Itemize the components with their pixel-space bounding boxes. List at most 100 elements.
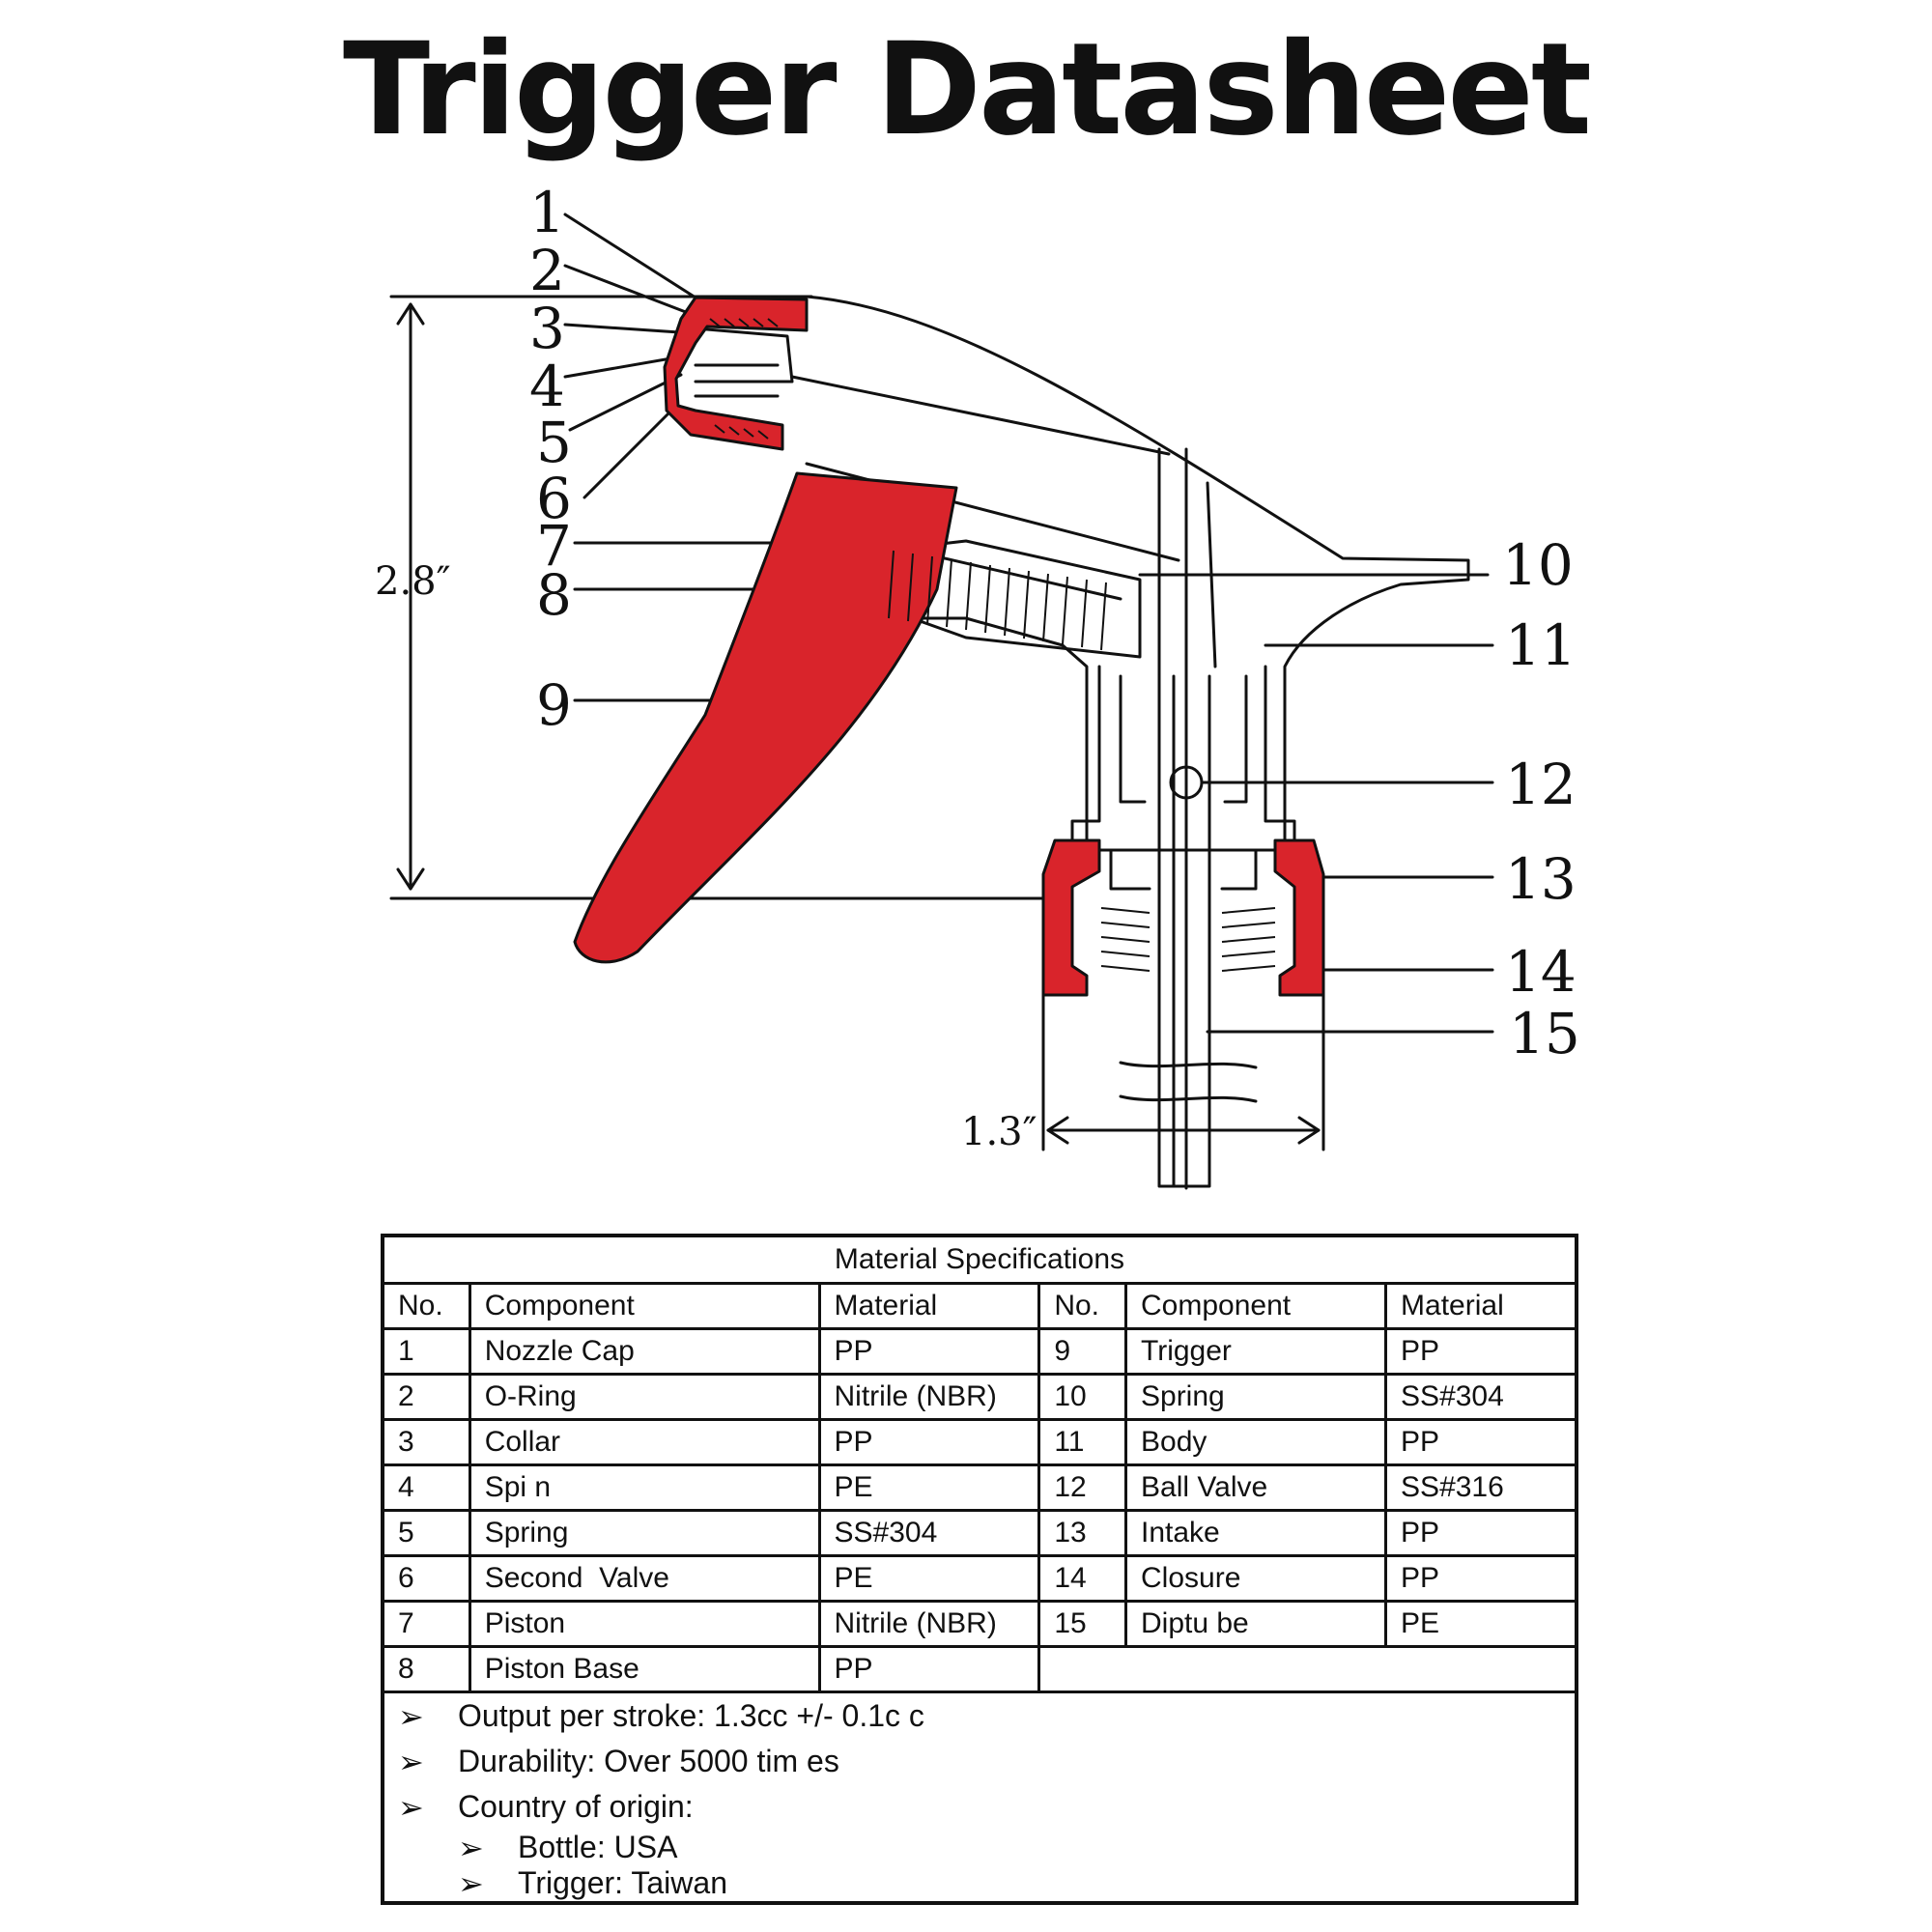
cell-no: 4 — [381, 1463, 471, 1512]
cell-material: PP — [1384, 1509, 1578, 1557]
callout-11: 11 — [1505, 612, 1577, 678]
header-no-2: No. — [1037, 1282, 1127, 1330]
cell-material: SS#316 — [1384, 1463, 1578, 1512]
empty-cell — [1037, 1645, 1578, 1693]
header-material-2: Material — [1384, 1282, 1578, 1330]
cell-component: Body — [1123, 1418, 1388, 1466]
cell-no: 13 — [1037, 1509, 1127, 1557]
arrow-bullet-icon: ➢ — [458, 1830, 484, 1865]
callout-9: 9 — [536, 672, 572, 738]
cell-material: PP — [817, 1327, 1041, 1376]
callout-6: 6 — [536, 466, 572, 531]
cell-component: Spring — [468, 1509, 821, 1557]
cell-material: Nitrile (NBR) — [817, 1600, 1041, 1648]
table-row: 8 Piston Base PP — [381, 1645, 1578, 1693]
callout-2: 2 — [529, 238, 565, 303]
table-row: 6 Second Valve PE 14 Closure PP — [381, 1554, 1578, 1603]
nozzle-cap-part — [663, 296, 809, 451]
cell-component: Trigger — [1123, 1327, 1388, 1376]
cell-material: PP — [817, 1418, 1041, 1466]
callout-12: 12 — [1505, 752, 1577, 817]
cell-no: 7 — [381, 1600, 471, 1648]
header-no: No. — [381, 1282, 471, 1330]
note-text: Country of origin: — [458, 1789, 694, 1824]
body-outline — [805, 295, 1470, 852]
callout-15: 15 — [1509, 1001, 1580, 1066]
cell-component: Second Valve — [468, 1554, 821, 1603]
arrow-bullet-icon: ➢ — [458, 1865, 484, 1901]
cell-component: Closure — [1123, 1554, 1388, 1603]
callout-5: 5 — [536, 410, 572, 475]
callout-10: 10 — [1502, 532, 1574, 598]
cell-no: 3 — [381, 1418, 471, 1466]
cell-material: PP — [817, 1645, 1041, 1693]
table-row: 7 Piston Nitrile (NBR) 15 Diptu be PE — [381, 1600, 1578, 1648]
callout-3: 3 — [529, 296, 565, 361]
cell-no: 8 — [381, 1645, 471, 1693]
height-dimension-label: 2.8″ — [375, 559, 451, 604]
cell-no: 1 — [381, 1327, 471, 1376]
cell-material: PP — [1384, 1327, 1578, 1376]
cell-no: 10 — [1037, 1373, 1127, 1421]
notes-cell: ➢ Output per stroke: 1.3cc +/- 0.1c c ➢ … — [381, 1690, 1578, 1905]
origin-trigger: ➢ Trigger: Taiwan — [398, 1865, 1561, 1901]
cell-material: SS#304 — [817, 1509, 1041, 1557]
arrow-bullet-icon: ➢ — [398, 1789, 424, 1825]
callout-8: 8 — [536, 562, 572, 628]
origin-text: Trigger: Taiwan — [518, 1865, 727, 1900]
cell-no: 2 — [381, 1373, 471, 1421]
callout-14: 14 — [1505, 939, 1577, 1005]
table-row: 3 Collar PP 11 Body PP — [381, 1418, 1578, 1466]
intake-closure-left — [1041, 838, 1101, 997]
cell-material: PP — [1384, 1554, 1578, 1603]
cell-material: Nitrile (NBR) — [817, 1373, 1041, 1421]
cell-component: Ball Valve — [1123, 1463, 1388, 1512]
origin-text: Bottle: USA — [518, 1830, 678, 1864]
width-dimension-label: 1.3″ — [961, 1110, 1037, 1154]
cell-no: 6 — [381, 1554, 471, 1603]
cell-material: PP — [1384, 1418, 1578, 1466]
cell-component: Collar — [468, 1418, 821, 1466]
origin-bottle: ➢ Bottle: USA — [398, 1830, 1561, 1865]
note-output: ➢ Output per stroke: 1.3cc +/- 0.1c c — [398, 1693, 1561, 1739]
notes-row: ➢ Output per stroke: 1.3cc +/- 0.1c c ➢ … — [381, 1690, 1578, 1905]
table-row: 4 Spi n PE 12 Ball Valve SS#316 — [381, 1463, 1578, 1512]
header-component-2: Component — [1123, 1282, 1388, 1330]
cell-component: Diptu be — [1123, 1600, 1388, 1648]
cell-no: 14 — [1037, 1554, 1127, 1603]
note-durability: ➢ Durability: Over 5000 tim es — [398, 1739, 1561, 1784]
cell-no: 15 — [1037, 1600, 1127, 1648]
cell-component: Piston — [468, 1600, 821, 1648]
note-origin: ➢ Country of origin: — [398, 1784, 1561, 1830]
arrow-bullet-icon: ➢ — [398, 1744, 424, 1779]
cell-material: PE — [817, 1554, 1041, 1603]
table-caption: Material Specifications — [381, 1234, 1578, 1285]
trigger-cross-section-diagram: 1 2 3 4 5 6 7 8 9 10 11 12 13 14 15 2.8″… — [375, 180, 1580, 1190]
cell-no: 12 — [1037, 1463, 1127, 1512]
cell-no: 5 — [381, 1509, 471, 1557]
table-row: 2 O-Ring Nitrile (NBR) 10 Spring SS#304 — [381, 1373, 1578, 1421]
cell-component: Intake — [1123, 1509, 1388, 1557]
material-spec-table: Material Specifications No. Component Ma… — [381, 1234, 1578, 1905]
page-title: Trigger Datasheet — [343, 15, 1592, 164]
note-text: Output per stroke: 1.3cc +/- 0.1c c — [458, 1698, 924, 1733]
callout-4: 4 — [529, 354, 565, 419]
callout-1: 1 — [529, 180, 565, 245]
cell-component: Spi n — [468, 1463, 821, 1512]
arrow-bullet-icon: ➢ — [398, 1698, 424, 1734]
callout-7: 7 — [536, 513, 572, 579]
header-material: Material — [817, 1282, 1041, 1330]
diptube-outline — [1157, 674, 1211, 1188]
callout-13: 13 — [1505, 846, 1577, 912]
note-text: Durability: Over 5000 tim es — [458, 1744, 839, 1778]
header-component: Component — [468, 1282, 821, 1330]
cell-component: Piston Base — [468, 1645, 821, 1693]
cell-component: Nozzle Cap — [468, 1327, 821, 1376]
cell-no: 11 — [1037, 1418, 1127, 1466]
cell-component: O-Ring — [468, 1373, 821, 1421]
trigger-part — [573, 471, 958, 964]
cell-material: PE — [817, 1463, 1041, 1512]
table-row: 5 Spring SS#304 13 Intake PP — [381, 1509, 1578, 1557]
intake-closure-right — [1273, 838, 1325, 997]
cell-material: PE — [1384, 1600, 1578, 1648]
